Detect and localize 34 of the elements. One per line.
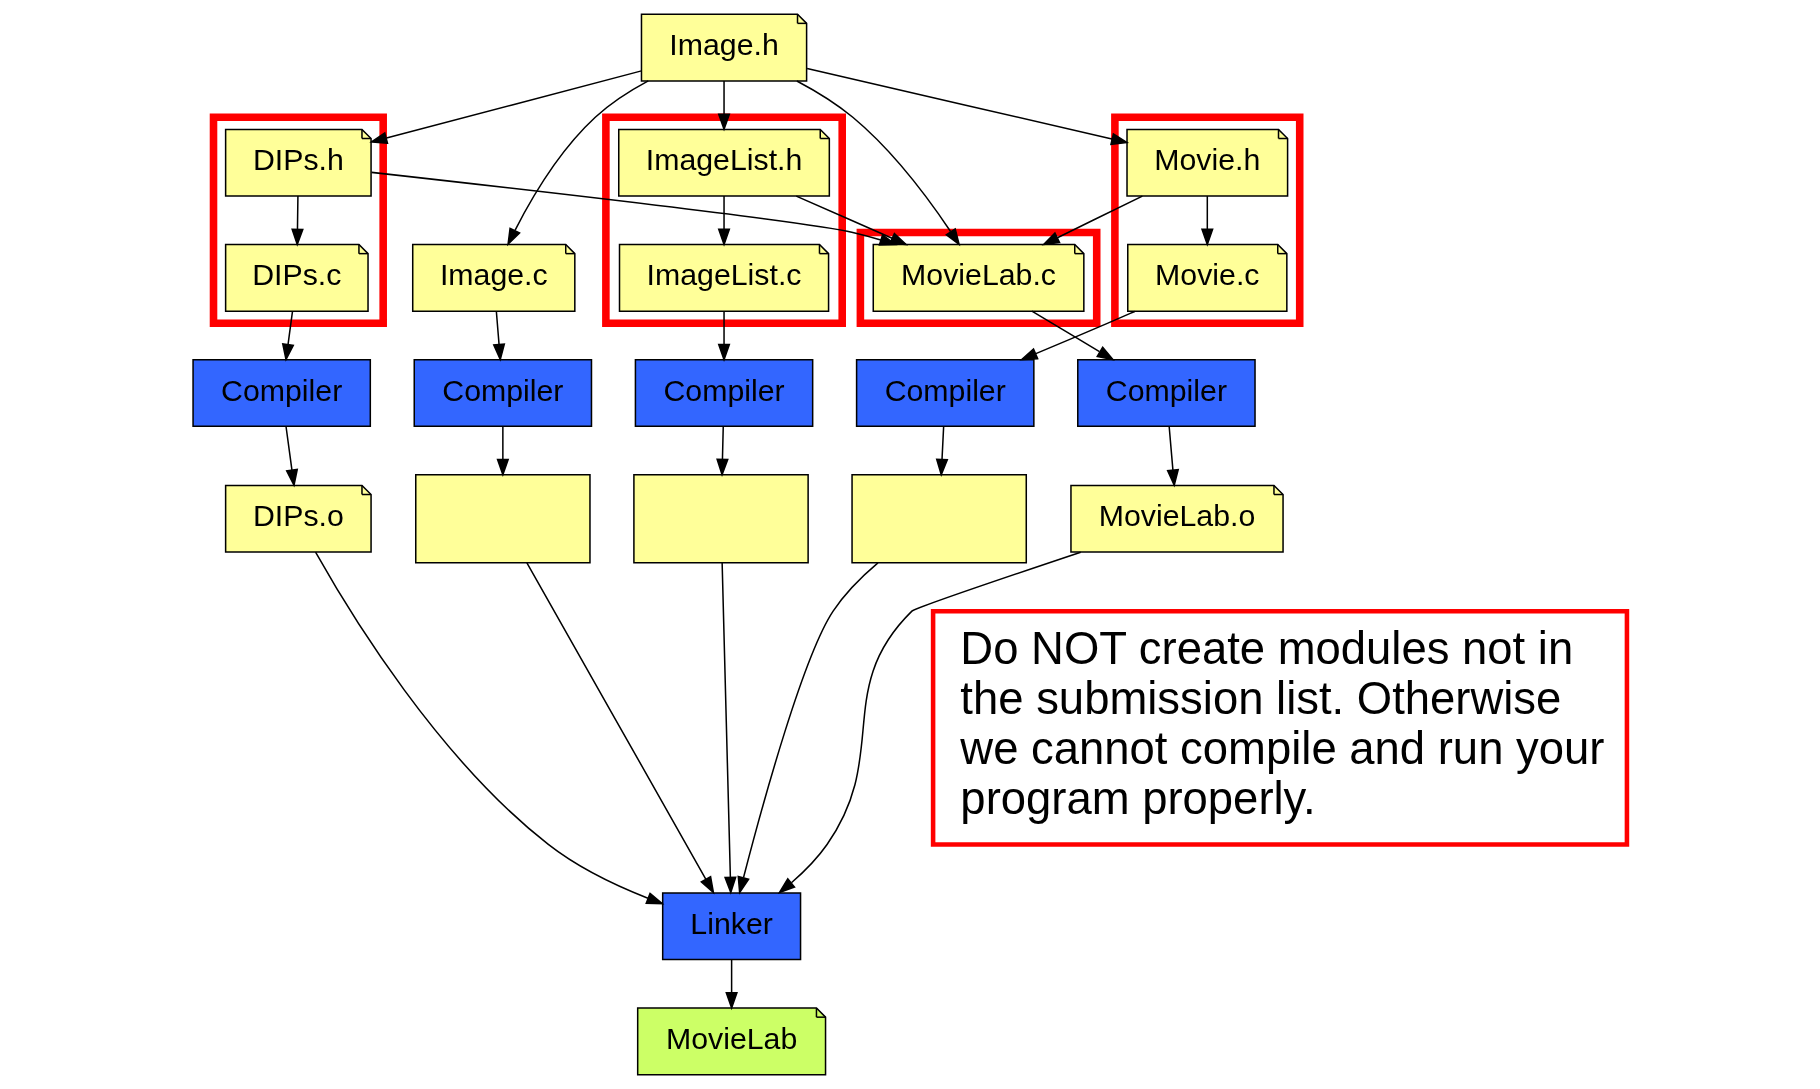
arrow [369,70,643,145]
arrow [1166,426,1180,488]
node-box [415,474,591,564]
arrow [737,562,879,895]
arrow [507,80,649,247]
node-box: Compiler [413,358,593,428]
node-box [633,474,809,564]
arrow [1200,195,1214,247]
arrow [725,958,738,1011]
arrow [717,195,731,247]
arrow [281,310,295,362]
arrow [496,426,510,477]
arrow [285,426,299,488]
node-box: Compiler [192,358,372,428]
arrow [716,426,729,477]
node-box [851,474,1028,564]
node-box: Do NOT create modules not in the submission list. Otherwise we cannot compile and run your program properly. [930,608,1630,847]
node-box: Linker [661,892,802,961]
node-box: Compiler [855,358,1035,428]
arrow [806,67,1130,146]
arrow [777,551,1082,895]
arrow [1041,195,1144,246]
arrow [935,426,949,477]
node-box: Compiler [1077,358,1256,428]
arrow [1019,310,1136,361]
arrow [314,551,665,905]
arrow [492,310,506,362]
arrow [717,80,731,132]
arrow [717,310,731,362]
arrow [721,562,737,895]
arrow [291,195,304,247]
arrow [1031,310,1115,361]
arrow [526,562,715,895]
node-box: Compiler [634,358,814,428]
